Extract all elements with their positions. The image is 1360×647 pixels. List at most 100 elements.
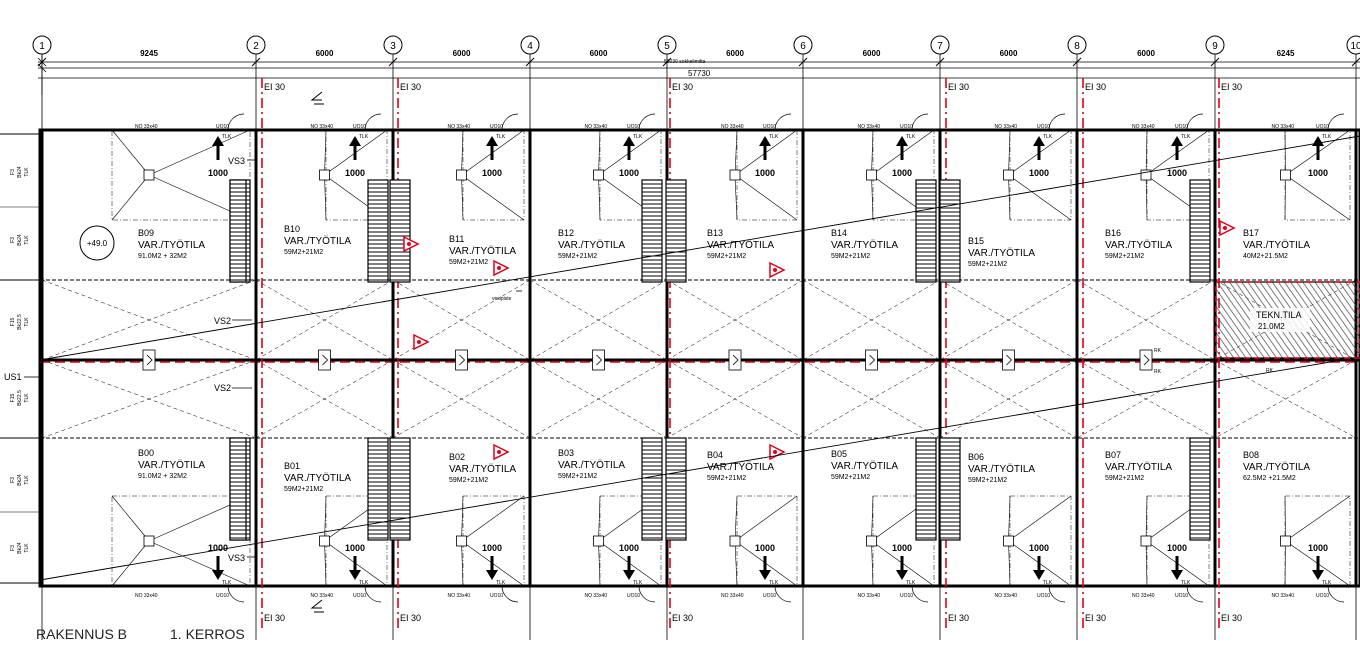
door-swing-bottom [227, 585, 245, 603]
room-name: VAR./TYÖTILA [449, 245, 516, 257]
door-width-top: 1000 [1308, 168, 1328, 178]
svg-text:F15: F15 [10, 317, 16, 326]
stair [665, 179, 687, 283]
roof-drain [729, 535, 741, 547]
spacing-dim-2: 6000 [316, 49, 334, 58]
spacing-dim-9: 6245 [1277, 49, 1295, 58]
room-code: B07 [1105, 450, 1121, 460]
door-width-bottom: 1000 [892, 543, 912, 553]
door-width-top: 1000 [482, 168, 502, 178]
grid-bubble-4 [520, 35, 540, 55]
room-code: B12 [558, 228, 574, 238]
room-area: 59M2+21M2 [449, 477, 488, 484]
room-area: 59M2+21M2 [558, 253, 597, 260]
svg-text:Bk24: Bk24 [17, 234, 23, 246]
fire-label-top: EI 30 [1221, 82, 1242, 92]
room-area: 91.0M2 + 32M2 [138, 253, 187, 260]
door-width-top: 1000 [755, 168, 775, 178]
tlk-tag-bottom: TLK [906, 580, 916, 586]
grid-label-7: 7 [937, 41, 943, 52]
annotations: +49.0 VS2 VS2 VS3 VS3 US1 vesipiste RK R… [4, 59, 1274, 613]
grid-bubble-9 [1205, 35, 1225, 55]
roof-drain [1003, 535, 1014, 547]
tlk-tag-top: TLK [1181, 134, 1191, 140]
roof-drain [143, 169, 155, 181]
roof-drain [593, 169, 604, 181]
svg-text:TLK: TLK [24, 235, 30, 245]
corridor-marker [1139, 349, 1153, 371]
door-swing-bottom [364, 585, 382, 603]
window-label-bottom: NO 33x40 [995, 593, 1018, 599]
grid-label-3: 3 [390, 41, 396, 52]
room-area: 59M2+21M2 [1105, 475, 1144, 482]
room-name: VAR./TYÖTILA [1105, 239, 1172, 251]
window-label-top: NO 33x40 [135, 124, 158, 130]
drawing-title: RAKENNUS B 1. KERROS [36, 626, 245, 642]
door-width-top: 1000 [1029, 168, 1049, 178]
grid-bubble-10 [1346, 35, 1360, 55]
corridor-marker [728, 349, 742, 371]
tlk-tag-top: TLK [1043, 134, 1053, 140]
room-area: 91.0M2 + 32M2 [138, 473, 187, 480]
door-swing-bottom [1327, 585, 1345, 603]
room-name: VAR./TYÖTILA [449, 463, 516, 475]
window-label-bottom: NO 33x40 [721, 593, 744, 599]
window-label-bottom: NO 33x40 [1132, 593, 1155, 599]
door-swing-bottom [638, 585, 656, 603]
vs3-label-top: VS3 [228, 156, 245, 166]
door-width-top: 1000 [1167, 168, 1187, 178]
svg-text:TLK: TLK [24, 393, 30, 403]
door-code-top: UO10 [763, 124, 776, 130]
stair [1189, 179, 1211, 283]
stair [229, 179, 247, 283]
grid-bubble-5 [657, 35, 677, 55]
roof-drain [729, 169, 741, 181]
spacing-dim-5: 6000 [726, 49, 744, 58]
room-area: 40M2+21.5M2 [1243, 253, 1288, 260]
roof-drain [319, 535, 330, 547]
svg-text:TLK: TLK [24, 543, 30, 553]
dim-total-plinth: 58030 sokkelimitta [664, 59, 706, 65]
room-code: B09 [138, 228, 154, 238]
room-area: 59M2+21M2 [284, 486, 323, 493]
svg-text:TLK: TLK [24, 317, 30, 327]
svg-text:TLK: TLK [24, 167, 30, 177]
room-code: B06 [968, 452, 984, 462]
room-code: B03 [558, 448, 574, 458]
door-width-top: 1000 [892, 168, 912, 178]
room-name: VAR./TYÖTILA [558, 239, 625, 251]
door-swing-top [1186, 113, 1204, 131]
room-area: 59M2+21M2 [558, 473, 597, 480]
svg-text:F3: F3 [10, 237, 16, 243]
svg-text:F15: F15 [10, 393, 16, 402]
room-name: VAR./TYÖTILA [707, 239, 774, 251]
room-code: B16 [1105, 228, 1121, 238]
level-mark-circle [79, 225, 115, 261]
fire-label-top: EI 30 [264, 82, 285, 92]
vesipiste-label: vesipiste [492, 296, 512, 302]
window-label-top: NO 33x40 [995, 124, 1018, 130]
section-arrow-top [310, 91, 324, 105]
room-area: 59M2+21M2 [831, 474, 870, 481]
room-name: VAR./TYÖTILA [138, 239, 205, 251]
room-area: 59M2+21M2 [831, 253, 870, 260]
room-code: B00 [138, 448, 154, 458]
svg-text:F3: F3 [10, 477, 16, 483]
grid-label-10: 10 [1350, 41, 1360, 52]
door-swing-top [227, 113, 245, 131]
corridor-marker [142, 349, 156, 371]
window-label-top: NO 33x40 [585, 124, 608, 130]
room-code: B13 [707, 228, 723, 238]
svg-text:Bk24: Bk24 [17, 474, 23, 486]
spacing-dim-3: 6000 [453, 49, 471, 58]
